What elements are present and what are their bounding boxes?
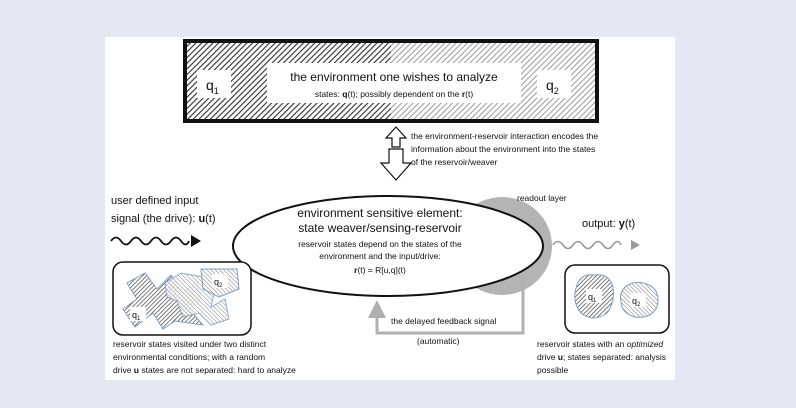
left-caption-2: environmental conditions; with a random [113, 352, 265, 362]
output-wave-icon [552, 240, 622, 250]
input-arrowhead-icon [191, 235, 201, 247]
right-caption-1: reservoir states with an optimized [537, 339, 663, 349]
right-q1-label-box [586, 289, 602, 303]
reservoir-desc-1: reservoir states depend on the states of… [298, 239, 462, 249]
left-q1-label: q1 [132, 310, 141, 322]
env-q2-label-box [537, 70, 571, 98]
environment-states: states: q(t); possibly dependent on the … [315, 89, 473, 99]
interaction-line-3: of the reservoir/weaver [411, 157, 498, 167]
right-q2-label: q2 [632, 296, 641, 308]
right-q1-label: q1 [588, 292, 597, 304]
right-caption-3: possible [537, 365, 568, 375]
feedback-arrow-icon [368, 275, 525, 335]
environment-label-box [267, 63, 521, 103]
output-arrowhead-icon [631, 240, 640, 250]
feedback-label-1: the delayed feedback signal [391, 316, 496, 326]
interaction-line-1: the environment-reservoir interaction en… [411, 131, 598, 141]
right-inset: q1 q2 [564, 264, 670, 334]
input-wave-icon [110, 236, 190, 246]
left-caption-1: reservoir states visited under two disti… [113, 339, 267, 349]
reservoir-formula: r(t) = R[u,q](t) [354, 265, 406, 275]
reservoir-ellipse [232, 195, 544, 297]
readout-label: readout layer [517, 193, 567, 203]
environment-title: the environment one wishes to analyze [290, 70, 498, 84]
right-caption-2: drive u; states separated: analysis [537, 352, 666, 362]
up-arrow-icon [384, 126, 408, 148]
interaction-arrows [379, 126, 413, 181]
reservoir-title-2: state weaver/sensing-reservoir [298, 221, 461, 235]
figure-panel: the environment one wishes to analyze st… [105, 37, 675, 380]
down-arrow-icon [379, 148, 413, 181]
env-q1-label: q1 [206, 77, 219, 96]
environment-box: the environment one wishes to analyze st… [183, 39, 599, 123]
input-label-line-2: signal (the drive): u(t) [111, 213, 216, 225]
environment-border [183, 39, 599, 123]
env-q2-label: q2 [546, 77, 559, 96]
env-q1-label-box [197, 70, 231, 98]
reservoir-desc-2: environment and the input/drive: [319, 251, 440, 261]
feedback-label-2: (automatic) [417, 336, 460, 346]
interaction-line-2: information about the environment into t… [411, 144, 595, 154]
left-q1-label-box [130, 307, 146, 321]
reservoir-diagram: the environment one wishes to analyze st… [110, 39, 670, 375]
left-inset: q2 q1 [112, 261, 252, 336]
input-label-line-1: user defined input [111, 195, 198, 207]
left-caption-3: drive u states are not separated: hard t… [113, 365, 296, 375]
output-label: output: y(t) [582, 218, 635, 230]
right-q2-label-box [630, 293, 646, 307]
left-q2-label: q2 [214, 277, 223, 289]
left-q2-label-box [212, 274, 228, 288]
reservoir-title-1: environment sensitive element: [297, 206, 462, 220]
